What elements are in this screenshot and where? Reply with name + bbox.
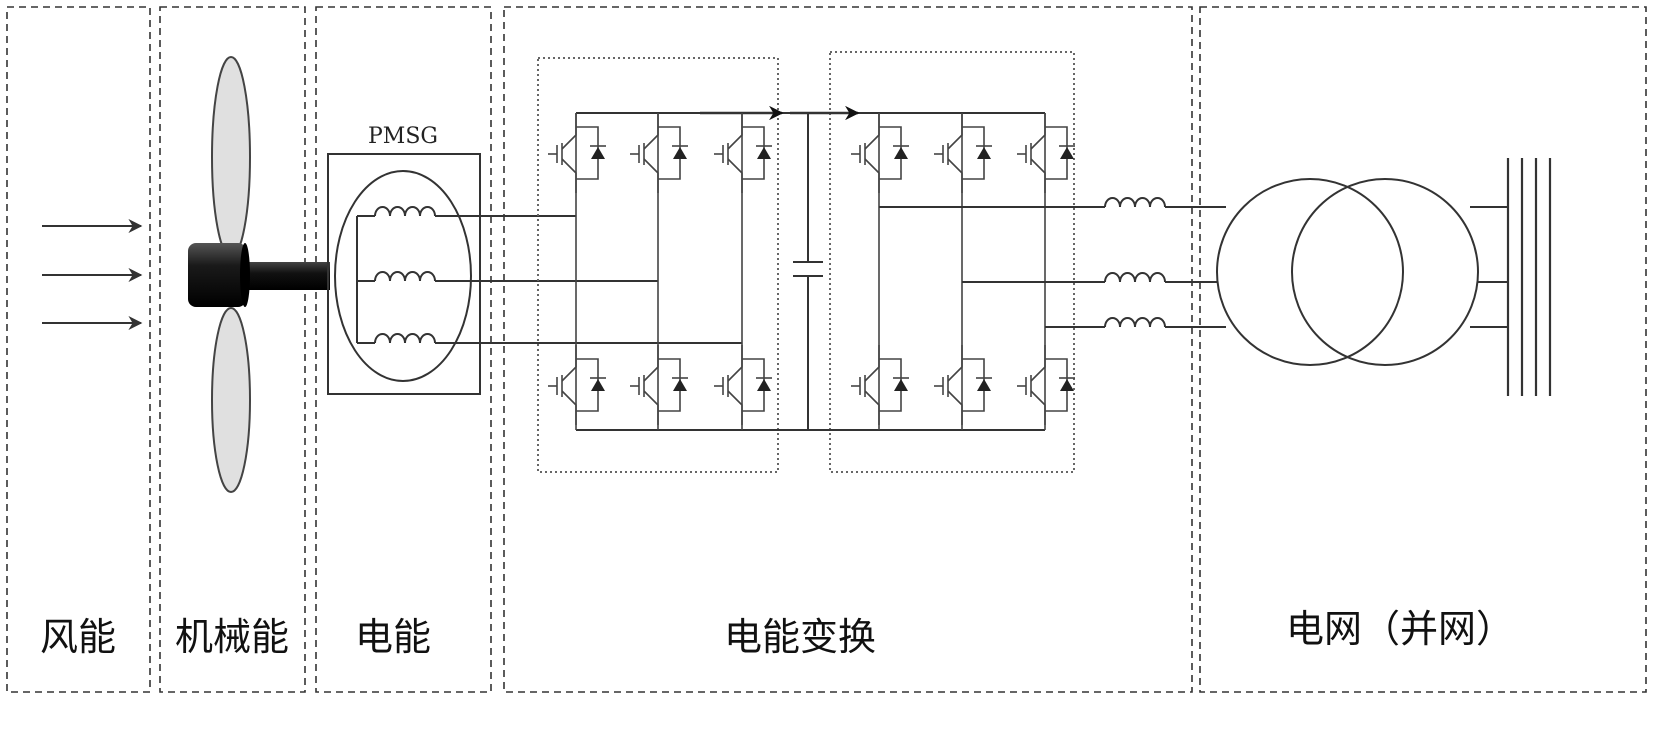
igbt-switch-icon <box>713 344 773 426</box>
label-mechanical-energy: 机械能 <box>175 615 289 659</box>
rectifier-bridge <box>547 112 773 430</box>
panel-mechanical-energy <box>159 6 306 693</box>
igbt-switch-icon <box>1016 112 1076 194</box>
inverter-bridge <box>850 112 1076 430</box>
grid-busbar-icon <box>1506 158 1552 396</box>
pmsg-generator <box>327 153 481 395</box>
igbt-switch-icon <box>1016 344 1076 426</box>
panel-grid <box>1199 6 1647 693</box>
turbine-rotor-icon <box>188 56 330 493</box>
igbt-switch-icon <box>850 344 910 426</box>
igbt-switch-icon <box>547 112 607 194</box>
inductor-coil-icon <box>374 206 436 217</box>
transformer-icon <box>1216 178 1479 366</box>
inductor-coil-icon <box>374 271 436 282</box>
panel-wind-energy <box>6 6 151 693</box>
panel-power-conversion <box>503 6 1193 693</box>
panel-electrical-energy <box>315 6 492 693</box>
igbt-switch-icon <box>629 344 689 426</box>
pmsg-label: PMSG <box>368 124 438 149</box>
inductor-coil-icon <box>374 333 436 344</box>
rectifier-box <box>537 57 779 473</box>
igbt-switch-icon <box>933 344 993 426</box>
dc-capacitor-icon <box>793 113 823 430</box>
igbt-switch-icon <box>713 112 773 194</box>
inductor-coil-icon <box>1104 197 1166 208</box>
label-wind-energy: 风能 <box>40 615 116 659</box>
wind-arrow-icon <box>42 219 143 330</box>
igbt-switch-icon <box>629 112 689 194</box>
inverter-box <box>829 51 1075 473</box>
inductor-coil-icon <box>1104 317 1166 328</box>
igbt-switch-icon <box>933 112 993 194</box>
label-grid-connection: 电网（并网） <box>1286 607 1514 651</box>
inductor-coil-icon <box>1104 272 1166 283</box>
label-electrical-energy: 电能 <box>355 615 431 659</box>
igbt-switch-icon <box>547 344 607 426</box>
igbt-switch-icon <box>850 112 910 194</box>
label-power-conversion: 电能变换 <box>724 615 876 659</box>
